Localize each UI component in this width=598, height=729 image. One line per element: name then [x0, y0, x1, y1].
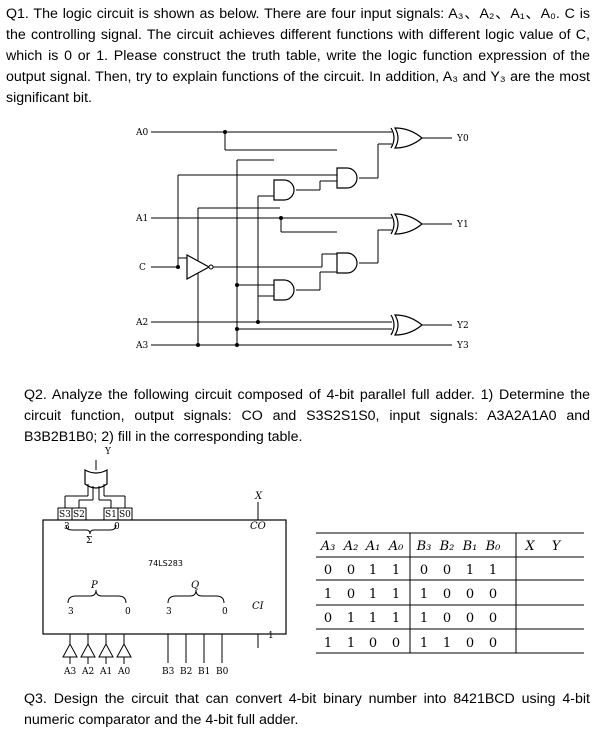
table-header-cell: A₁ [365, 539, 381, 554]
p-brace-label: P [90, 580, 98, 591]
table-cell: 1 [466, 563, 474, 578]
sum-lsb-mark: 0 [114, 522, 120, 532]
q-brace-label: Q [191, 580, 199, 591]
table-cell: 0 [489, 587, 497, 602]
table-cell: 1 [489, 563, 497, 578]
pin-label-a0: A0 [117, 667, 130, 677]
table-cell: 0 [420, 563, 428, 578]
pin-label-a3: A3 [63, 667, 76, 677]
pin-label-s2: S2 [73, 510, 85, 520]
pin-label-s1: S1 [105, 510, 117, 520]
xor-gate-y2 [390, 314, 423, 336]
pin-label-b2: B2 [180, 667, 192, 677]
table-cell: 0 [489, 636, 497, 651]
pin-label-b3: B3 [162, 667, 175, 677]
and-gate-1 [273, 179, 295, 201]
input-label-c: C [139, 263, 146, 273]
pin-label-b0: B0 [216, 667, 229, 677]
table-cell: 0 [324, 611, 332, 626]
table-cell: 1 [392, 587, 400, 602]
table-cell: 1 [420, 587, 428, 602]
table-header-cell: B₁ [462, 539, 478, 554]
table-cell: 0 [443, 611, 451, 626]
pin-label-b1: B1 [198, 667, 210, 677]
table-cell: 0 [466, 611, 474, 626]
table-cell: 1 [347, 636, 355, 651]
output-label-y3: Y3 [456, 341, 469, 351]
table-cell: 0 [466, 636, 474, 651]
table-cell: 1 [420, 611, 428, 626]
or-output-label-y: Y [104, 447, 112, 457]
and-gate-3 [336, 252, 358, 274]
table-header-cell: A₂ [343, 539, 359, 554]
table-header-cell: A₃ [320, 539, 336, 554]
pin-label-s3: S3 [59, 510, 71, 520]
table-cell: 0 [347, 563, 355, 578]
table-cell: 0 [466, 587, 474, 602]
table-cell: 1 [369, 611, 377, 626]
table-cell: 0 [443, 587, 451, 602]
table-cell: 1 [420, 636, 428, 651]
question-1-text: Q1. The logic circuit is shown as below.… [6, 6, 590, 106]
b-msb-mark: 3 [166, 607, 172, 617]
a-msb-mark: 3 [68, 607, 74, 617]
table-header-cell: B₂ [439, 539, 455, 554]
output-label-y0: Y0 [456, 134, 469, 144]
table-cell: 1 [324, 587, 332, 602]
ci-value: 1 [268, 631, 274, 641]
table-cell: 1 [347, 611, 355, 626]
input-label-a2: A2 [135, 318, 148, 328]
table-cell: 1 [392, 563, 400, 578]
input-label-a3: A3 [135, 341, 148, 351]
xor-gate-y0 [390, 127, 423, 149]
table-header-cell: X [524, 539, 535, 554]
table-header-cell: B₀ [485, 539, 502, 554]
table-cell: 0 [392, 636, 400, 651]
table-cell: 1 [369, 587, 377, 602]
input-label-a1: A1 [135, 214, 148, 224]
carry-output-label-x: X [254, 491, 263, 502]
table-cell: 1 [369, 563, 377, 578]
table-cell: 1 [443, 636, 451, 651]
table-cell: 0 [347, 587, 355, 602]
table-cell: 0 [369, 636, 377, 651]
pin-label-s0: S0 [119, 510, 131, 520]
table-cell: 0 [443, 563, 451, 578]
pin-label-a2: A2 [81, 667, 94, 677]
table-cell: 1 [324, 636, 332, 651]
output-label-y1: Y1 [456, 220, 469, 230]
sum-msb-mark: 3 [64, 522, 70, 532]
table-cell: 1 [392, 611, 400, 626]
ci-pin-label: CI [252, 601, 265, 612]
output-label-y2: Y2 [456, 321, 469, 331]
logic-circuit-1 [151, 130, 452, 347]
question-2-text: Q2. Analyze the following circuit compos… [24, 387, 590, 445]
table-cell: 0 [324, 563, 332, 578]
input-label-a0: A0 [135, 128, 148, 138]
a-lsb-mark: 0 [125, 607, 131, 617]
table-cell: 0 [489, 611, 497, 626]
co-pin-label: CO [250, 521, 266, 532]
sigma-symbol: Σ [86, 536, 92, 546]
and-gate-2 [336, 167, 358, 189]
chip-name: 74LS283 [148, 559, 183, 568]
xor-gate-y1 [390, 213, 423, 235]
b-lsb-mark: 0 [222, 607, 228, 617]
table-header-cell: B₃ [416, 539, 432, 554]
question-3-text: Q3. Design the circuit that can convert … [24, 691, 590, 728]
table-header-cell: Y [552, 539, 562, 554]
pin-label-a1: A1 [99, 667, 112, 677]
and-gate-4 [273, 279, 295, 301]
adder-circuit-2 [42, 460, 287, 664]
table-header-cell: A₀ [388, 539, 404, 554]
